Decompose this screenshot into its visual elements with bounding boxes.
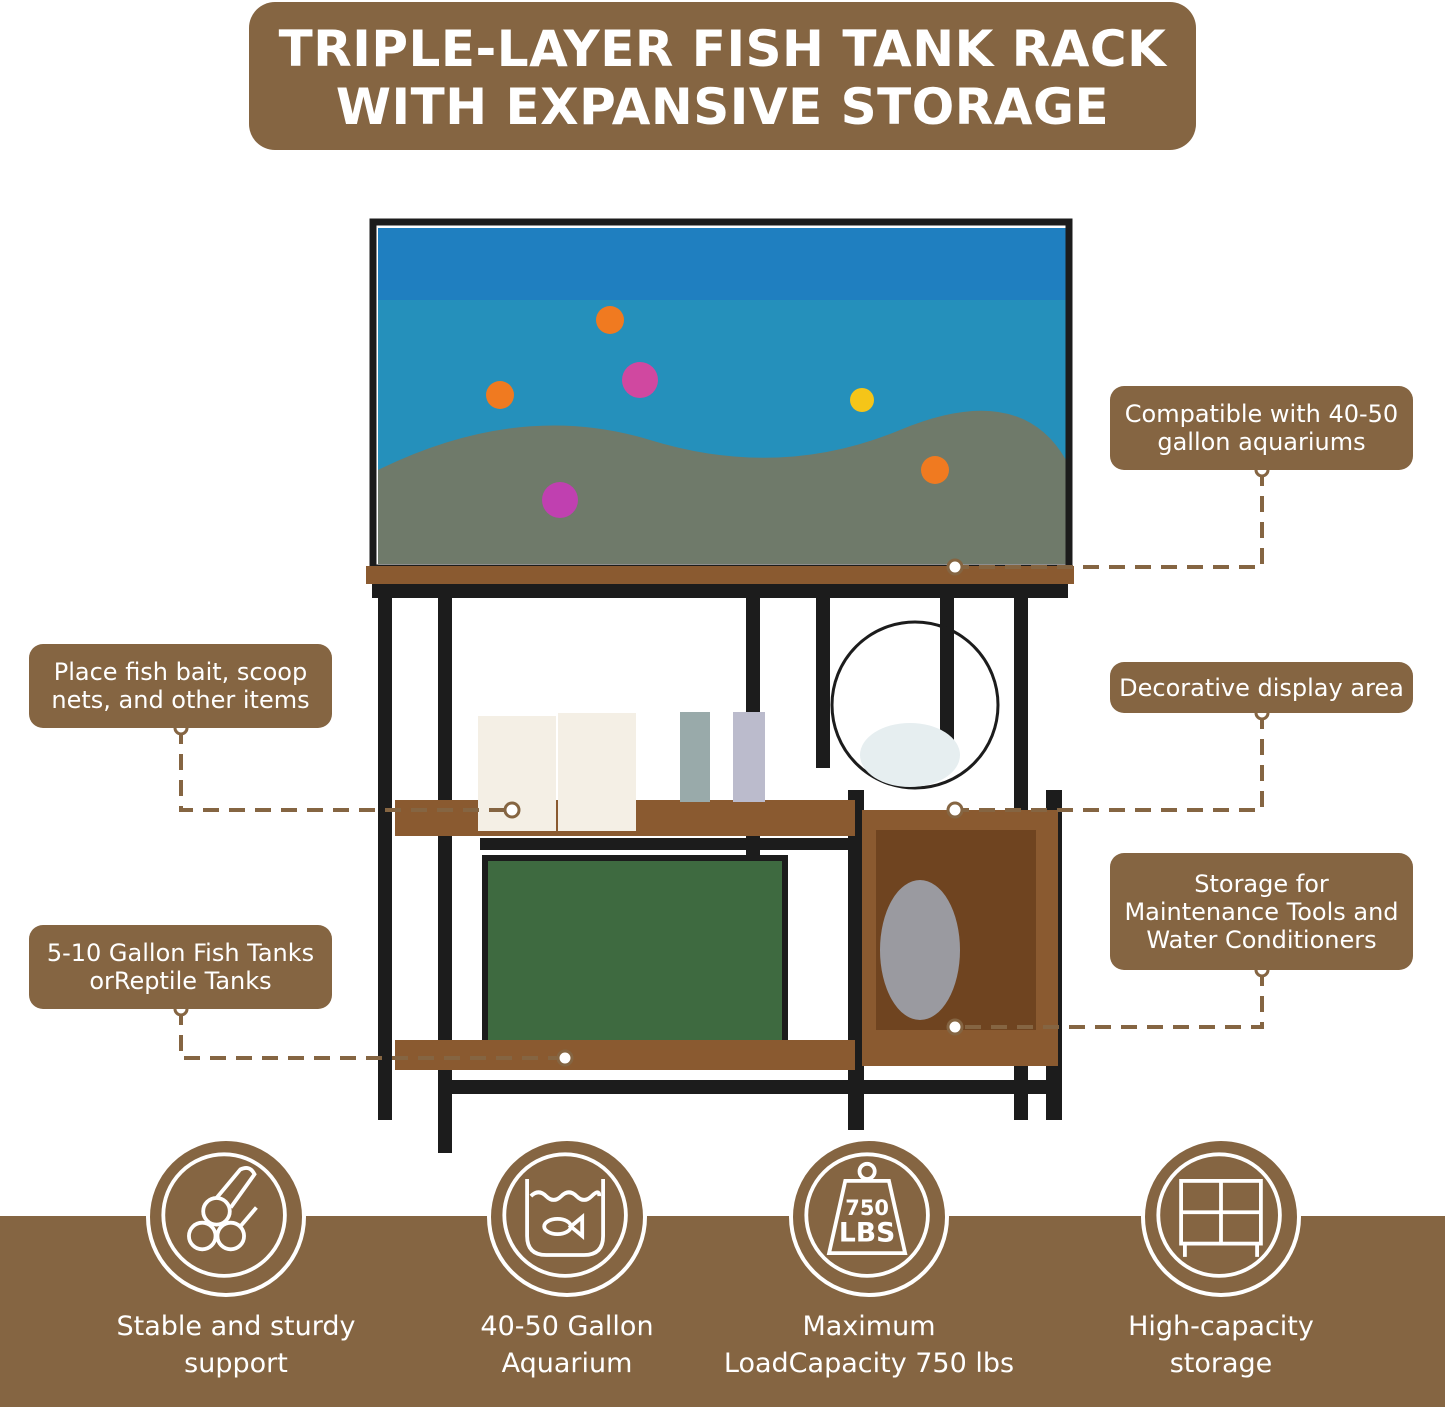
shelf-icon [1156, 1152, 1282, 1278]
callout-leaders [179, 470, 1264, 1060]
logs-icon [161, 1152, 287, 1278]
callout-aquarium: Compatible with 40-50 gallon aquariums [1110, 386, 1413, 470]
weight-label-top: 750 [845, 1196, 889, 1220]
callout-maintenance-storage: Storage for Maintenance Tools and Water … [1110, 853, 1413, 970]
callout-display-area: Decorative display area [1110, 662, 1413, 713]
title-line-1: TRIPLE-LAYER FISH TANK RACK [278, 20, 1167, 78]
top-shelf [366, 566, 1074, 584]
title-banner: TRIPLE-LAYER FISH TANK RACK WITH EXPANSI… [249, 2, 1196, 150]
weight-icon: 750 LBS [804, 1152, 930, 1278]
lower-tank [485, 858, 785, 1058]
fishbowl-icon [502, 1152, 628, 1278]
feature-storage [1141, 1137, 1301, 1297]
callout-bait-nets: Place fish bait, scoop nets, and other i… [29, 644, 332, 728]
callout-small-tanks: 5-10 Gallon Fish Tanks orReptile Tanks [29, 925, 332, 1009]
weight-label-bottom: LBS [839, 1218, 895, 1249]
title-line-2: WITH EXPANSIVE STORAGE [335, 78, 1110, 136]
bottom-shelf [395, 1040, 855, 1070]
feature-fishbowl [487, 1137, 647, 1297]
feature-logs [146, 1137, 306, 1297]
feature-load-capacity: 750 LBS [789, 1137, 949, 1297]
